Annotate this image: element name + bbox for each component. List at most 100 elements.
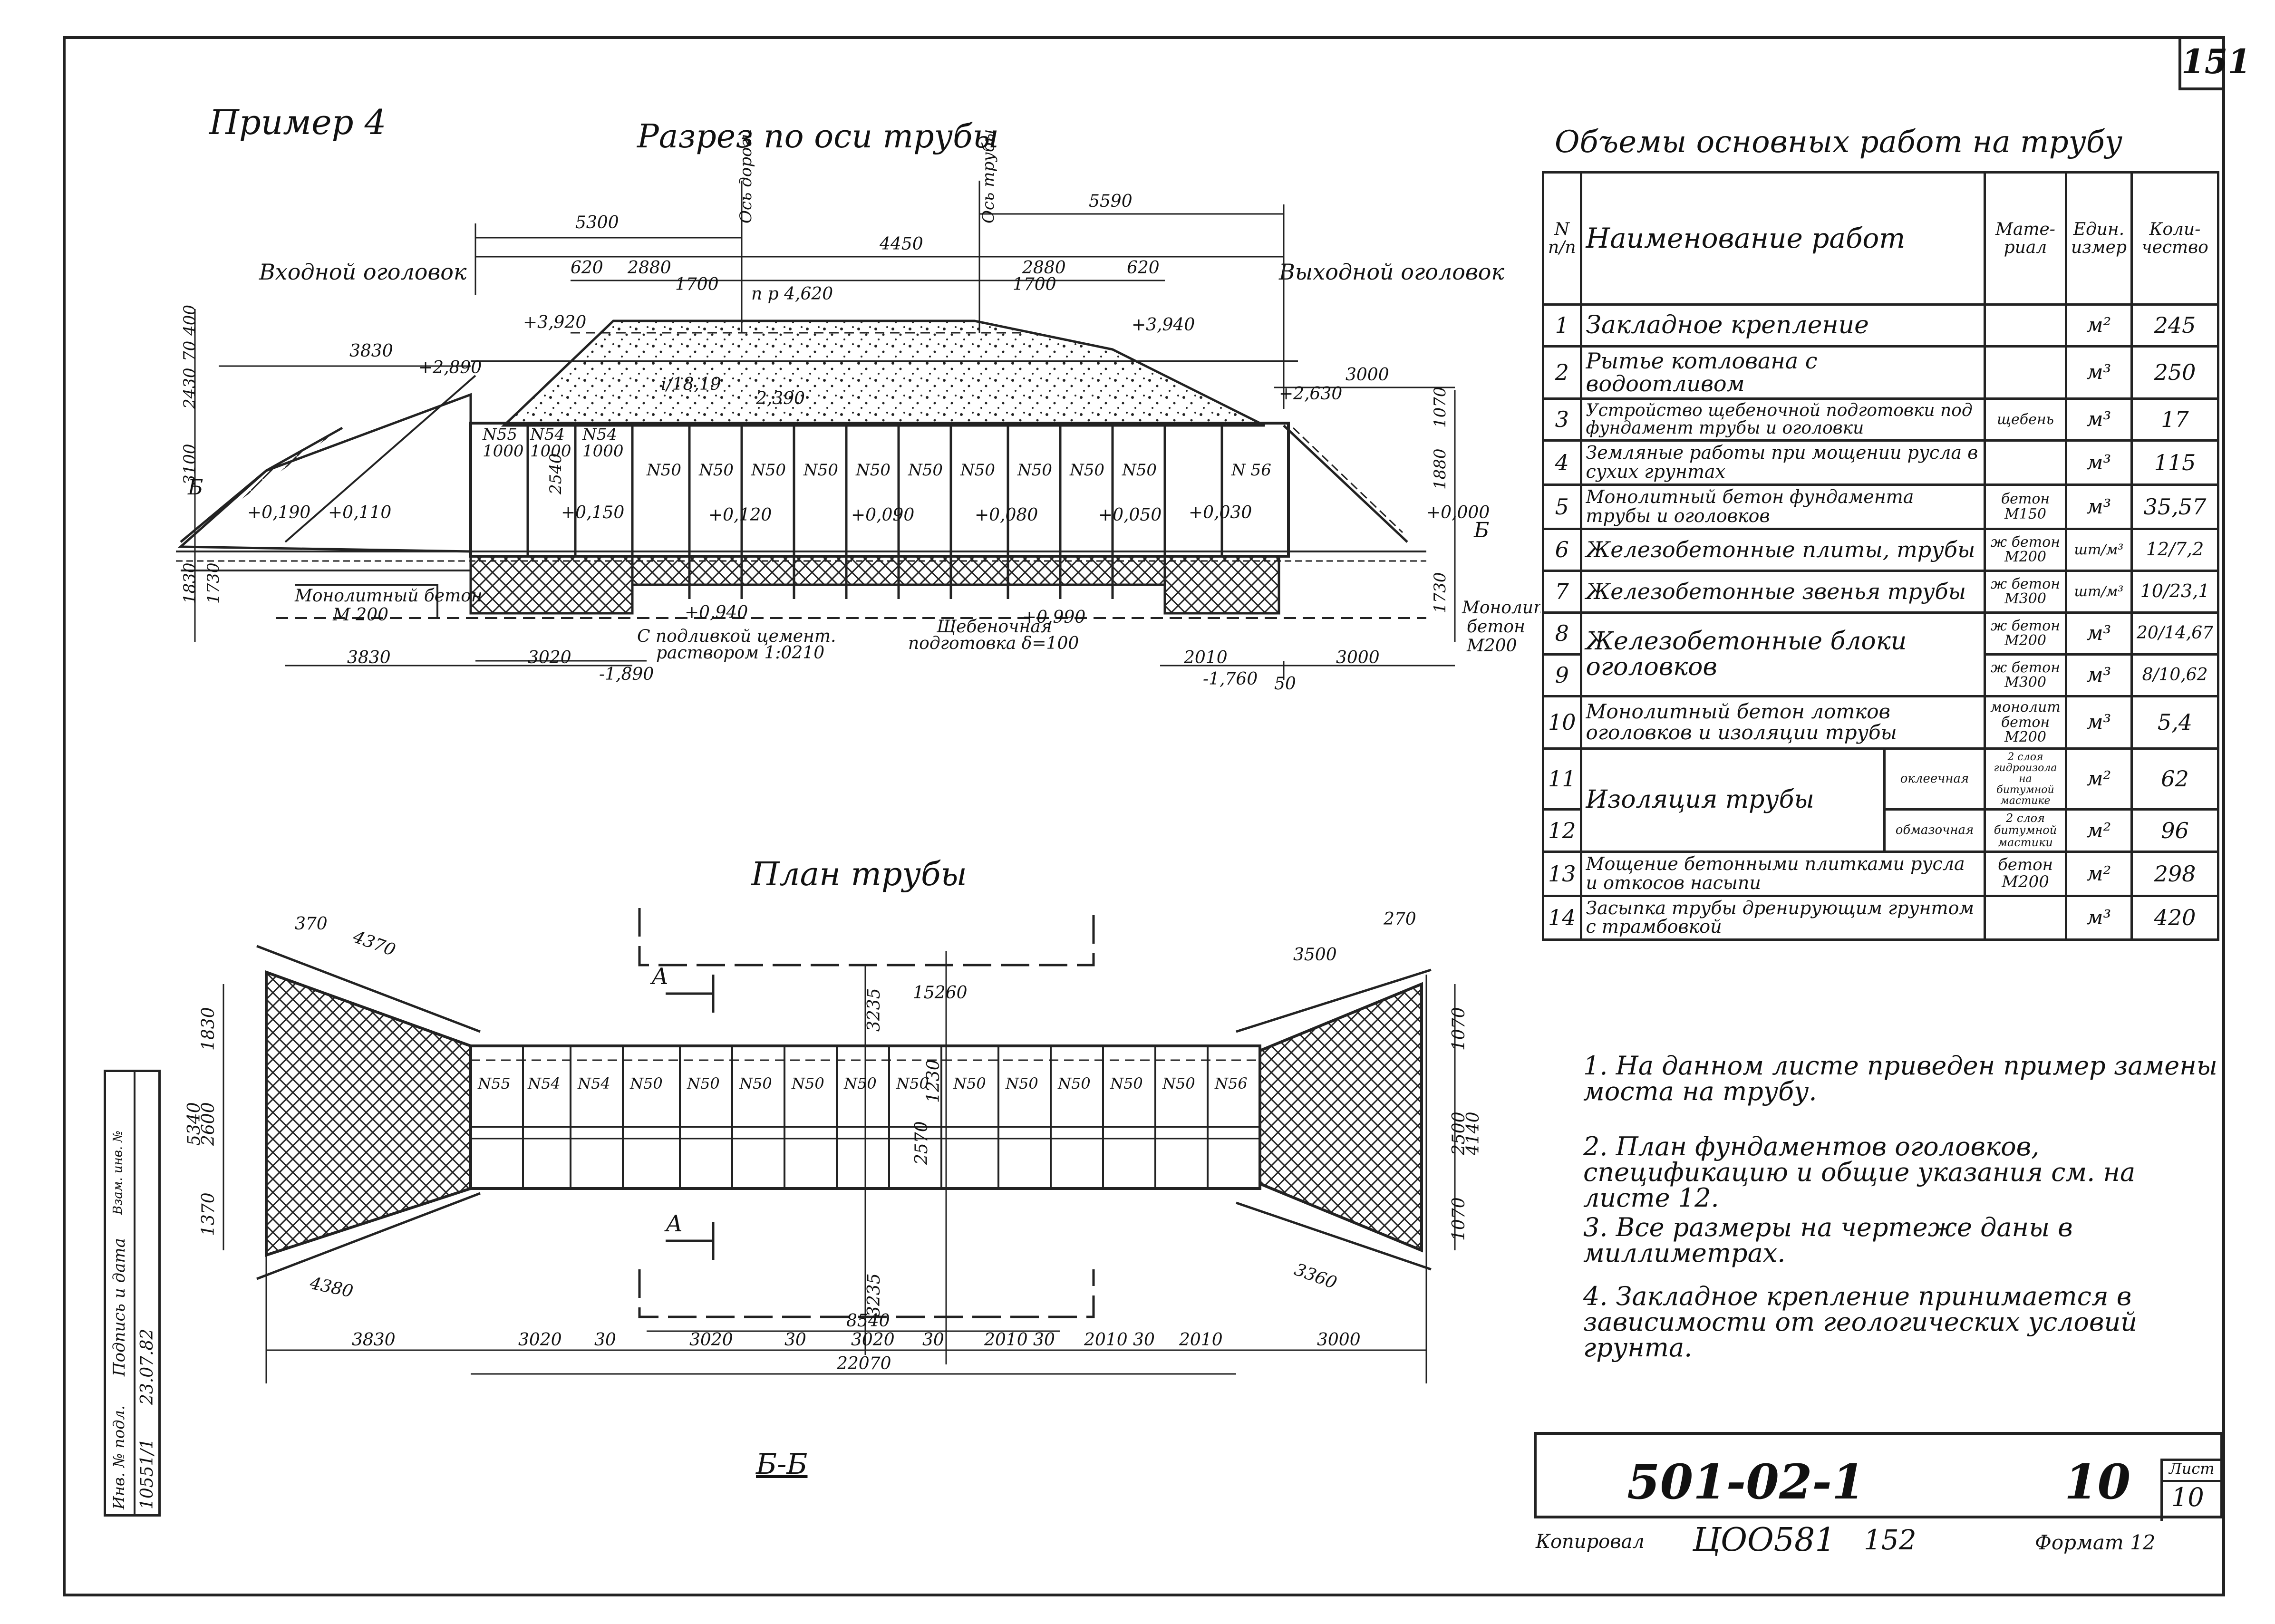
row-name: Закладное крепление: [1579, 303, 1986, 348]
svg-text:+0,090: +0,090: [851, 505, 914, 525]
table-row: 7 Железобетонные звенья трубы ж бетон М3…: [1542, 569, 2219, 614]
svg-text:N50: N50: [1162, 1074, 1195, 1092]
svg-text:2010 30: 2010 30: [1084, 1330, 1155, 1350]
svg-text:1000: 1000: [582, 442, 624, 461]
volume-table: N п/п Наименование работ Мате-риал Един.…: [1542, 171, 2219, 941]
svg-text:1230: 1230: [924, 1059, 943, 1103]
row-num: 14: [1542, 894, 1582, 941]
svg-text:i/18,19: i/18,19: [661, 375, 721, 394]
svg-text:2010: 2010: [1179, 1330, 1223, 1350]
stamp-code: 501-02-1: [1627, 1454, 1865, 1510]
svg-text:N55: N55: [482, 425, 517, 444]
note-4: 4. Закладное крепление принимается в зав…: [1583, 1281, 2138, 1363]
row-unit: м²: [2064, 808, 2133, 853]
svg-text:N56: N56: [1214, 1074, 1248, 1092]
svg-text:-1,760: -1,760: [1203, 669, 1258, 689]
row-unit: м³: [2064, 345, 2133, 400]
svg-text:2880: 2880: [1022, 258, 1066, 278]
svg-text:2500: 2500: [1449, 1112, 1469, 1156]
row-name: Засыпка трубы дренирующим грунтом с трам…: [1579, 894, 1986, 941]
svg-text:М200: М200: [1466, 636, 1517, 656]
svg-text:4380: 4380: [308, 1273, 355, 1301]
svg-text:бетон: бетон: [1467, 617, 1525, 637]
svg-text:-1,890: -1,890: [599, 665, 654, 684]
row-name: Изоляция трубы: [1579, 747, 1886, 853]
svg-text:5300: 5300: [575, 213, 619, 232]
svg-text:2430: 2430: [180, 367, 199, 409]
table-row: 9 ж бетон М300 м³ 8/10,62: [1542, 653, 2219, 697]
svg-text:1700: 1700: [675, 275, 719, 294]
svg-text:N54: N54: [527, 1074, 561, 1092]
pipe-section-drawing: 5300 4450 5590 620 2880 1700 2880 620 17…: [176, 128, 1540, 694]
svg-text:2,390: 2,390: [755, 389, 805, 408]
svg-text:N54: N54: [582, 425, 617, 444]
svg-text:N50: N50: [629, 1074, 663, 1092]
svg-text:+3,940: +3,940: [1132, 315, 1195, 335]
row-material: 2 слоя битумной мастики: [1983, 808, 2067, 853]
row-unit: м²: [2064, 747, 2133, 811]
row-num: 9: [1542, 653, 1582, 697]
row-num: 1: [1542, 303, 1582, 348]
row-num: 10: [1542, 695, 1582, 750]
header-unit: Един. измер: [2064, 171, 2133, 306]
row-material: ж бетон М200: [1983, 611, 2067, 656]
row-num: 4: [1542, 439, 1582, 486]
row-material: щебень: [1983, 397, 2067, 442]
svg-text:С подливкой цемент.: С подливкой цемент.: [637, 627, 836, 646]
svg-text:Б: Б: [1473, 518, 1489, 542]
row-num: 3: [1542, 397, 1582, 442]
row-name: Монолитный бетон лотков оголовков и изол…: [1579, 695, 1986, 750]
svg-text:1000: 1000: [483, 442, 524, 461]
plan-outlet-wing: [1259, 982, 1423, 1253]
footer-copied-label: Копировал: [1536, 1531, 1645, 1553]
inlet-slope: [284, 375, 476, 543]
row-name: Монолитный бетон фундамента трубы и огол…: [1579, 483, 1986, 530]
svg-text:N50: N50: [1017, 461, 1052, 480]
row-unit: м³: [2064, 397, 2133, 442]
row-unit: м³: [2064, 439, 2133, 486]
svg-text:50: 50: [1274, 674, 1296, 694]
svg-text:А: А: [664, 1210, 683, 1237]
row-qty: 62: [2130, 747, 2219, 811]
row-qty: 12/7,2: [2130, 527, 2219, 572]
svg-text:1830: 1830: [180, 562, 199, 604]
svg-text:N54: N54: [530, 425, 565, 444]
svg-text:N50: N50: [1122, 461, 1157, 480]
svg-text:N50: N50: [698, 461, 734, 480]
row-num: 12: [1542, 808, 1582, 853]
table-row: 8 Железобетонные блоки оголовков ж бетон…: [1542, 611, 2219, 697]
svg-text:Б: Б: [187, 475, 203, 500]
svg-text:N50: N50: [1069, 461, 1104, 480]
svg-text:3235: 3235: [864, 988, 884, 1032]
svg-text:+0,190: +0,190: [247, 503, 310, 522]
svg-text:30: 30: [784, 1330, 806, 1350]
svg-text:4450: 4450: [879, 234, 923, 254]
row-material: [1983, 439, 2067, 486]
row-unit: шт/м³: [2064, 527, 2133, 572]
svg-text:2600: 2600: [199, 1102, 218, 1146]
svg-text:22070: 22070: [836, 1354, 891, 1373]
svg-text:1730: 1730: [204, 562, 223, 604]
row-num: 2: [1542, 345, 1582, 400]
svg-text:N50: N50: [896, 1074, 929, 1092]
row-qty: 420: [2130, 894, 2219, 941]
outlet-slope: [1283, 425, 1408, 543]
svg-text:1070: 1070: [1449, 1007, 1469, 1051]
svg-text:N50: N50: [751, 461, 786, 480]
svg-text:1070: 1070: [1449, 1197, 1469, 1241]
svg-text:1370: 1370: [199, 1192, 218, 1236]
svg-text:2540: 2540: [546, 453, 565, 495]
svg-text:1730: 1730: [1431, 572, 1450, 613]
svg-text:2570: 2570: [912, 1121, 931, 1165]
svg-text:раствором 1:0210: раствором 1:0210: [656, 643, 824, 663]
title-stamp: 501-02-1 10 Лист 10: [1534, 1432, 2223, 1521]
row-qty: 96: [2130, 808, 2219, 853]
svg-text:30: 30: [922, 1330, 944, 1350]
table-row: 14 Засыпка трубы дренирующим грунтом с т…: [1542, 894, 2219, 941]
row-name: Железобетонные звенья трубы: [1579, 569, 1986, 614]
row-num: 6: [1542, 527, 1582, 572]
row-num: 7: [1542, 569, 1582, 614]
foundation-right: [1163, 555, 1280, 615]
svg-text:3500: 3500: [1293, 945, 1337, 965]
svg-text:N50: N50: [687, 1074, 720, 1092]
